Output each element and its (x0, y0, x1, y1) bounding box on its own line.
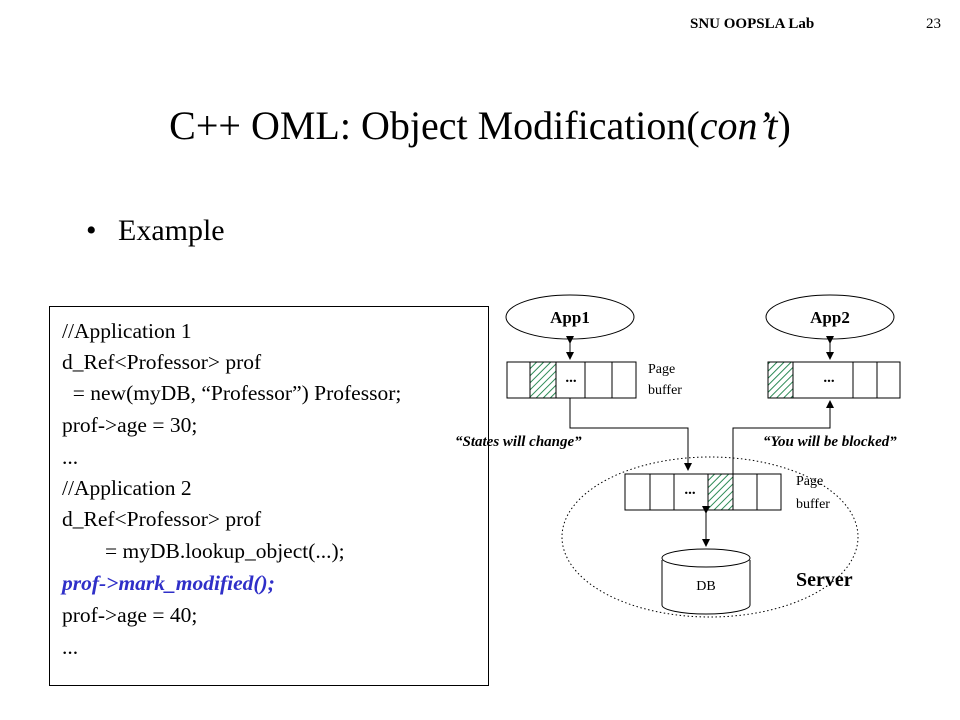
title-main: C++ OML: Object Modification( (169, 103, 700, 148)
code-line-11: ... (62, 635, 79, 659)
code-line-9-highlight: prof->mark_modified(); (62, 571, 275, 595)
server-buffer-ellipsis: ... (684, 482, 696, 498)
app2-buffer-ellipsis: ... (823, 370, 835, 386)
app1-page-label: Page (648, 362, 675, 377)
code-line-10: prof->age = 40; (62, 603, 198, 627)
server-to-app2-connector (732, 400, 834, 476)
code-line-8: = myDB.lookup_object(...); (62, 539, 345, 563)
server-page-label: Page (796, 474, 823, 489)
app1-buffer-label: buffer (648, 383, 682, 398)
app1-page-buffer: ... (506, 361, 637, 399)
code-line-4: prof->age = 30; (62, 413, 198, 437)
bullet-text: Example (118, 214, 225, 247)
title-close: ) (777, 103, 791, 148)
page-number: 23 (926, 16, 941, 32)
code-line-2: d_Ref<Professor> prof (62, 350, 262, 374)
code-line-1: //Application 1 (62, 319, 192, 343)
lab-name: SNU OOPSLA Lab (690, 16, 815, 32)
code-box: //Application 1 d_Ref<Professor> prof = … (49, 306, 489, 686)
code-line-3: = new(myDB, “Professor”) Professor; (62, 381, 402, 405)
bullet-dot: • (86, 214, 97, 247)
you-will-be-blocked-note: “You will be blocked” (763, 434, 897, 450)
code-line-5: ... (62, 445, 79, 469)
app1-to-server-connector (569, 398, 692, 471)
app2-page-buffer: ... (767, 361, 901, 399)
db-label: DB (696, 579, 715, 594)
states-will-change-note: “States will change” (455, 434, 582, 450)
server-page-buffer: ... (624, 473, 782, 511)
app1-label: App1 (550, 308, 590, 327)
db-cylinder (661, 548, 751, 615)
server-label: Server (796, 569, 853, 591)
code-line-7: d_Ref<Professor> prof (62, 507, 262, 531)
app2-label: App2 (810, 308, 850, 327)
slide-title: C++ OML: Object Modification(con’t) (0, 102, 960, 149)
title-italic: con’t (699, 103, 778, 148)
server-boundary (561, 456, 859, 618)
code-line-6: //Application 2 (62, 476, 192, 500)
server-buffer-label: buffer (796, 497, 830, 512)
app1-buffer-ellipsis: ... (565, 370, 577, 386)
